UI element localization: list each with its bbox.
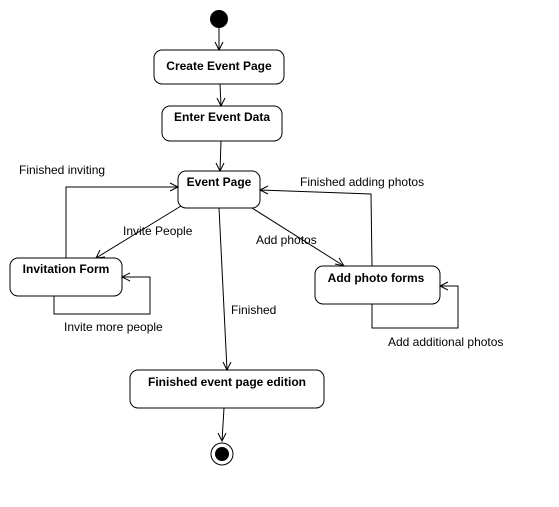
edge-add-photo-forms-to-event-page <box>258 185 373 267</box>
edge-event-page-to-finished-edition <box>218 207 232 372</box>
edge-enter-to-event-page <box>215 140 225 173</box>
node-label-event-page: Event Page <box>187 175 252 189</box>
node-enter-event-data: Enter Event Data <box>161 105 283 142</box>
node-add-photo-forms: Add photo forms <box>314 265 441 305</box>
node-label-enter-event-data: Enter Event Data <box>174 110 270 124</box>
node-finished-event-page-edition: Finished event page edition <box>129 369 325 409</box>
edge-invitation-form-to-event-page <box>65 182 180 258</box>
edge-event-page-to-invitation-form <box>95 205 182 259</box>
edge-create-to-enter <box>216 83 226 108</box>
edge-label-add-additional-photos: Add additional photos <box>388 335 503 349</box>
node-label-invitation-form: Invitation Form <box>23 262 110 276</box>
edge-initial-to-create <box>214 28 224 52</box>
node-label-finished-event-page-edition: Finished event page edition <box>148 375 306 389</box>
final-node <box>210 442 234 466</box>
node-event-page: Event Page <box>177 170 261 209</box>
edge-invitation-form-self-loop <box>53 272 151 315</box>
node-label-create-event-page: Create Event Page <box>166 59 272 73</box>
edge-add-photo-forms-self-loop <box>371 281 459 329</box>
edge-label-finished-inviting: Finished inviting <box>19 163 105 177</box>
node-label-add-photo-forms: Add photo forms <box>328 271 425 285</box>
edge-finished-edition-to-final <box>217 407 227 443</box>
edge-label-add-photos: Add photos <box>256 233 317 247</box>
edge-label-finished-adding-photos: Finished adding photos <box>300 175 424 189</box>
node-invitation-form: Invitation Form <box>9 257 123 297</box>
initial-node <box>210 10 228 28</box>
edge-event-page-to-add-photo-forms <box>251 207 346 267</box>
edge-label-invite-people: Invite People <box>123 224 193 238</box>
edge-label-invite-more-people: Invite more people <box>64 320 163 334</box>
edge-label-finished: Finished <box>231 303 276 317</box>
node-create-event-page: Create Event Page <box>153 49 285 85</box>
